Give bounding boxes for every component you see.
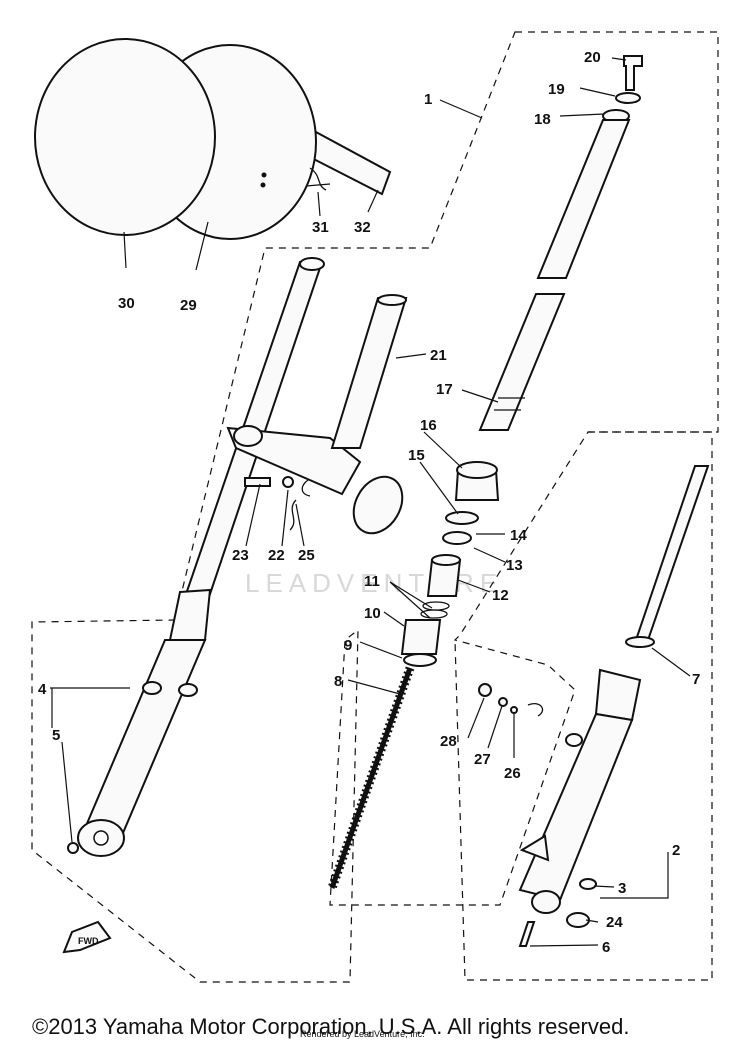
part-label-26: 26 bbox=[504, 765, 521, 782]
part-label-1: 1 bbox=[424, 91, 432, 108]
headlight-assembly bbox=[34, 38, 392, 240]
part-labels: 1 2 3 4 5 6 7 8 9 10 11 12 13 14 15 16 1… bbox=[38, 49, 700, 956]
part-label-6: 6 bbox=[602, 939, 610, 956]
part-label-11: 11 bbox=[364, 573, 380, 590]
part-label-19: 19 bbox=[548, 81, 565, 98]
fork-spring bbox=[327, 666, 415, 890]
copyright-text: ©2013 Yamaha Motor Corporation, U.S.A. A… bbox=[32, 1014, 630, 1039]
part-label-29: 29 bbox=[180, 297, 197, 314]
part-label-18: 18 bbox=[534, 111, 551, 128]
part-label-4: 4 bbox=[38, 681, 47, 698]
part-label-17: 17 bbox=[436, 381, 453, 398]
small-fasteners bbox=[478, 683, 583, 747]
leader-lines bbox=[50, 57, 691, 947]
triple-clamp bbox=[226, 294, 408, 535]
part-label-24: 24 bbox=[606, 914, 623, 931]
fwd-arrow-badge: FWD bbox=[62, 920, 112, 954]
parts-diagram: LEADVENTURE bbox=[31, 31, 719, 983]
part-label-3: 3 bbox=[618, 880, 626, 897]
right-fork-upper bbox=[478, 55, 643, 431]
part-label-16: 16 bbox=[420, 417, 437, 434]
part-label-31: 31 bbox=[312, 219, 329, 236]
right-fork-lower bbox=[518, 465, 710, 947]
part-label-2: 2 bbox=[672, 842, 680, 859]
part-label-25: 25 bbox=[298, 547, 315, 564]
part-label-10: 10 bbox=[364, 605, 381, 622]
part-label-22: 22 bbox=[268, 547, 285, 564]
steering-bearings bbox=[400, 461, 500, 667]
part-label-9: 9 bbox=[344, 637, 352, 654]
part-label-14: 14 bbox=[510, 527, 527, 544]
part-label-12: 12 bbox=[492, 587, 509, 604]
rendered-by-text: Rendered by LeadVenture, Inc. bbox=[300, 1029, 425, 1039]
left-fork-assembly bbox=[67, 257, 325, 857]
part-label-20: 20 bbox=[584, 49, 601, 66]
part-label-28: 28 bbox=[440, 733, 457, 750]
part-label-7: 7 bbox=[692, 671, 700, 688]
footer: ©2013 Yamaha Motor Corporation, U.S.A. A… bbox=[0, 1000, 750, 1047]
part-label-15: 15 bbox=[408, 447, 425, 464]
part-label-5: 5 bbox=[52, 727, 60, 744]
part-label-32: 32 bbox=[354, 219, 371, 236]
part-label-13: 13 bbox=[506, 557, 523, 574]
part-label-30: 30 bbox=[118, 295, 135, 312]
part-label-23: 23 bbox=[232, 547, 249, 564]
part-label-8: 8 bbox=[334, 673, 342, 690]
part-label-21: 21 bbox=[430, 347, 447, 364]
group-outlines bbox=[31, 31, 719, 983]
part-label-27: 27 bbox=[474, 751, 491, 768]
fwd-badge-text: FWD bbox=[78, 936, 99, 946]
